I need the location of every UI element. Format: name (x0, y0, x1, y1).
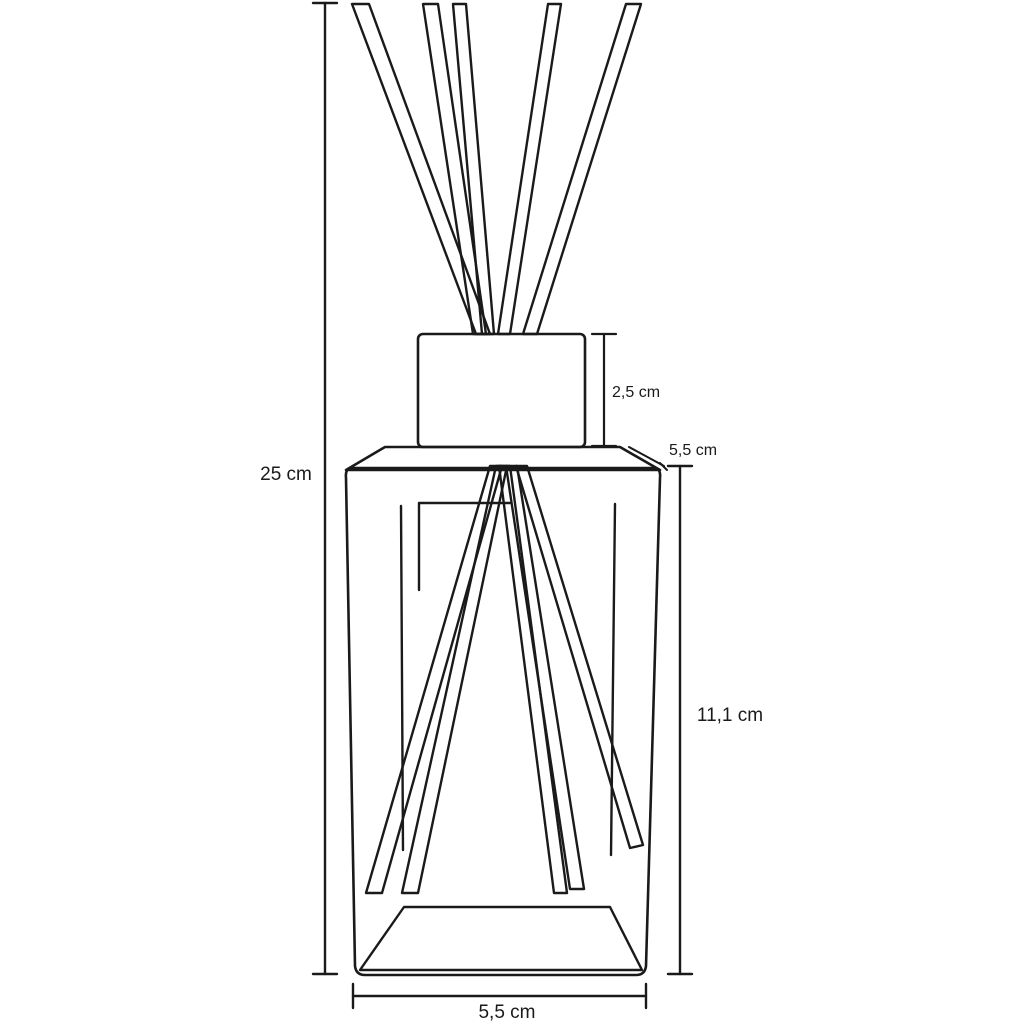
dim-cap-depth-line (628, 446, 665, 467)
dimension-bottle-height (666, 464, 694, 976)
reed-sticks-upper (350, 2, 643, 336)
label-bottle-height: 11,1 cm (697, 705, 763, 726)
label-bottle-width: 5,5 cm (478, 1002, 535, 1023)
reed-stick-3 (451, 2, 496, 336)
reed-stick-inner-4 (504, 464, 586, 891)
dimension-bottle-width (351, 982, 648, 1010)
reed-stick-inner-5 (514, 464, 645, 850)
bottle-body (344, 466, 662, 977)
label-cap-height: 2,5 cm (612, 384, 660, 401)
bottle-inner-base (358, 905, 644, 972)
dim-cap-depth-tick (659, 462, 668, 471)
bottle-shoulder (344, 445, 662, 472)
dimension-cap-height (590, 332, 618, 448)
highlight-left (399, 504, 405, 852)
reed-sticks-lower (364, 464, 645, 895)
dimension-total-height (311, 1, 339, 976)
dimension-cap-depth (628, 446, 668, 471)
label-total-height: 25 cm (260, 464, 312, 485)
diffuser-cap (416, 332, 587, 449)
reed-stick-inner-2 (400, 464, 509, 895)
glass-highlights (399, 501, 617, 857)
reed-stick-inner-3 (497, 464, 569, 895)
highlight-right (609, 502, 617, 857)
label-cap-depth: 5,5 cm (669, 442, 717, 459)
